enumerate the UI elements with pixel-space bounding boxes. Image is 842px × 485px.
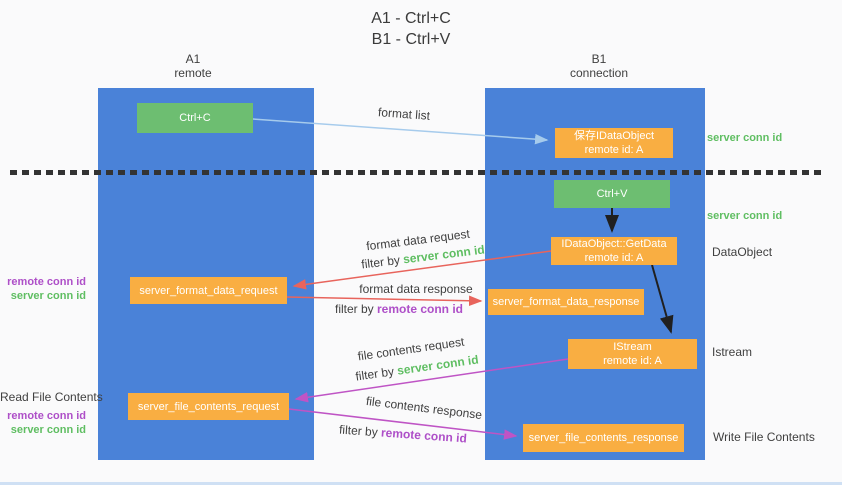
format-data-response-arrow bbox=[286, 295, 483, 307]
file-contents-response-filter-label: filter by remote conn id bbox=[328, 422, 479, 446]
getdata-line1: IDataObject::GetData bbox=[561, 238, 667, 250]
read-file-contents-label: Read File Contents bbox=[0, 390, 103, 404]
remote-conn-id-text: remote conn id bbox=[377, 302, 464, 316]
save-dataobject-line2: remote id: A bbox=[584, 144, 644, 156]
server-format-data-response-label: server_format_data_response bbox=[492, 296, 640, 308]
istream-line1: IStream bbox=[613, 341, 652, 353]
lane-b1-name: B1 bbox=[591, 52, 607, 66]
left-remote-conn-id-label: remote conn id bbox=[7, 276, 86, 288]
filter-by-text: filter by bbox=[338, 422, 382, 440]
istream-line2: remote id: A bbox=[603, 355, 662, 367]
server-format-data-request-label: server_format_data_request bbox=[139, 284, 278, 297]
ctrl-c-label: Ctrl+C bbox=[179, 112, 211, 124]
filter-by-text: filter by bbox=[354, 363, 399, 384]
title-line-2: B1 - Ctrl+V bbox=[371, 31, 451, 48]
node-server-file-contents-response: server_file_contents_response bbox=[523, 424, 684, 452]
filter-by-text: filter by bbox=[360, 252, 404, 272]
session-divider-dotted-line bbox=[10, 170, 825, 175]
right-server-conn-id-label-2: server conn id bbox=[707, 210, 783, 222]
istream-side-label: Istream bbox=[712, 345, 753, 359]
format-data-response-label: format data response bbox=[359, 282, 473, 296]
ctrl-v-label: Ctrl+V bbox=[596, 188, 628, 200]
lane-a1-subtitle: remote bbox=[174, 66, 212, 80]
node-istream: IStream remote id: A bbox=[568, 339, 697, 369]
node-server-format-data-response: server_format_data_response bbox=[488, 289, 644, 315]
title-line-1: A1 - Ctrl+C bbox=[371, 10, 451, 27]
remote-conn-id-text: remote conn id bbox=[380, 425, 468, 446]
server-file-contents-response-label: server_file_contents_response bbox=[528, 432, 679, 444]
node-save-dataobject: 保存IDataObject remote id: A bbox=[555, 128, 673, 158]
format-data-response-filter-label: filter by remote conn id bbox=[324, 302, 474, 316]
left-server-conn-id-label: server conn id bbox=[10, 290, 86, 302]
right-server-conn-id-label: server conn id bbox=[707, 132, 783, 144]
filter-by-text: filter by bbox=[334, 302, 377, 316]
node-getdata: IDataObject::GetData remote id: A bbox=[551, 237, 677, 265]
lane-a1-name: A1 bbox=[185, 52, 201, 66]
diagram-title: A1 - Ctrl+C B1 - Ctrl+V bbox=[311, 8, 511, 50]
node-ctrl-c: Ctrl+C bbox=[137, 103, 253, 133]
server-file-contents-request-label: server_file_contents_request bbox=[137, 400, 280, 413]
node-server-format-data-request: server_format_data_request bbox=[130, 277, 287, 304]
lane-header-a1: A1 remote bbox=[128, 52, 258, 80]
left-remote-conn-id-label-2: remote conn id bbox=[7, 410, 86, 422]
write-file-contents-label: Write File Contents bbox=[713, 430, 815, 444]
dataobject-label: DataObject bbox=[712, 245, 773, 259]
left-server-conn-id-label-2: server conn id bbox=[10, 424, 86, 436]
bottom-edge bbox=[0, 482, 842, 485]
save-dataobject-line1: 保存IDataObject bbox=[573, 130, 655, 142]
node-server-file-contents-request: server_file_contents_request bbox=[128, 393, 289, 420]
node-ctrl-v: Ctrl+V bbox=[554, 180, 670, 208]
lane-b1-subtitle: connection bbox=[569, 66, 629, 80]
lane-header-b1: B1 connection bbox=[534, 52, 664, 80]
file-contents-response-label: file contents response bbox=[365, 393, 483, 423]
format-list-label: format list bbox=[377, 105, 431, 123]
getdata-line2: remote id: A bbox=[584, 252, 644, 264]
